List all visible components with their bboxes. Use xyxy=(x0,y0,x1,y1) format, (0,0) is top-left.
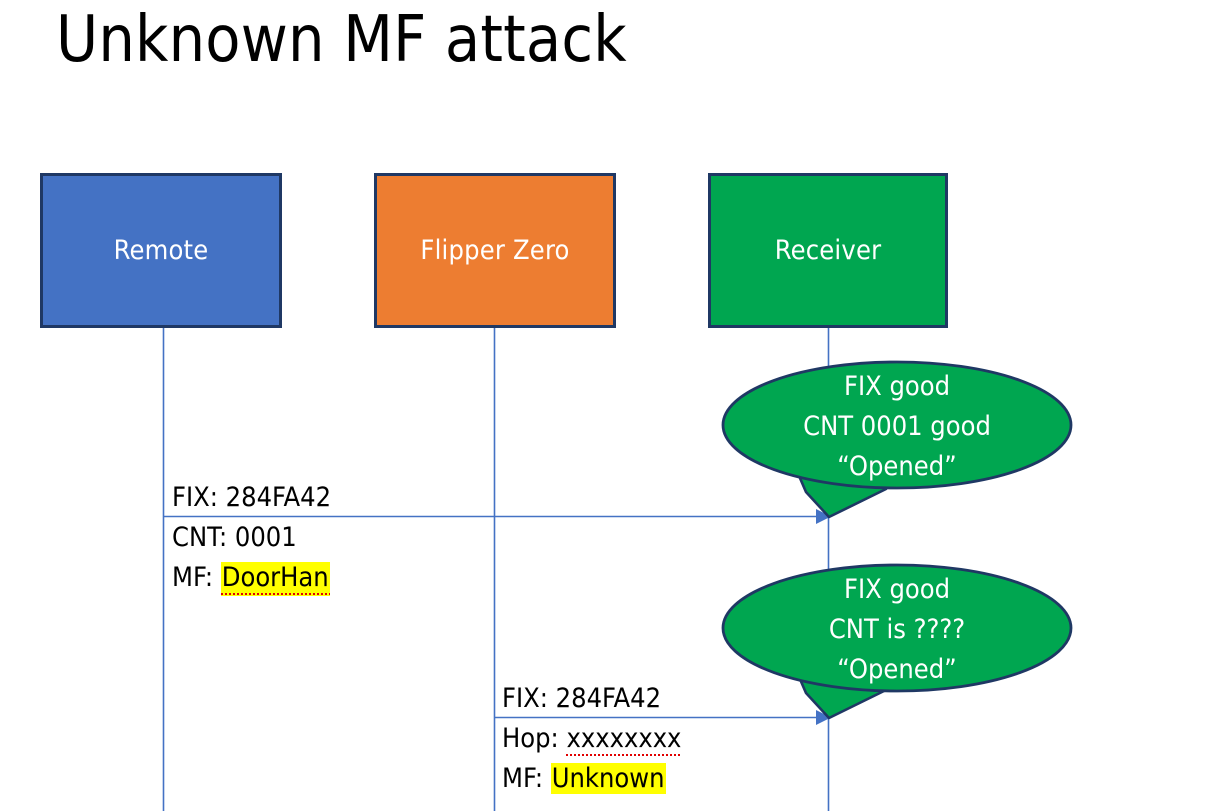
message-block-flipper-to-receiver: FIX: 284FA42 Hop: xxxxxxxx MF: Unknown xyxy=(502,679,682,799)
message-label-mf-2: MF: xyxy=(502,763,551,794)
speech-bubble-1-body xyxy=(721,360,1073,490)
actor-label-receiver: Receiver xyxy=(774,235,882,266)
bubble-1-line-3: “Opened” xyxy=(837,451,957,482)
actor-label-remote: Remote xyxy=(113,235,209,266)
bubble-2-line-3: “Opened” xyxy=(837,654,957,685)
actor-box-remote[interactable]: Remote xyxy=(40,173,282,328)
message-label-hop: Hop: xyxy=(502,723,567,754)
message-line-cnt: CNT: 0001 xyxy=(172,518,331,558)
bubble-1-line-1: FIX good xyxy=(843,371,951,402)
message-value-mf: DoorHan xyxy=(220,562,330,596)
actor-label-flipper-zero: Flipper Zero xyxy=(420,235,570,266)
page-title: Unknown MF attack xyxy=(56,3,627,77)
message-line-fix: FIX: 284FA42 xyxy=(172,478,331,518)
bubble-2-line-2: CNT is ???? xyxy=(828,614,966,645)
arrowhead-2 xyxy=(816,710,831,725)
actor-box-flipper-zero[interactable]: Flipper Zero xyxy=(374,173,616,328)
message-value-hop: xxxxxxxx xyxy=(566,723,682,757)
bubble-1-line-2: CNT 0001 good xyxy=(803,411,991,442)
message-label-cnt: CNT: xyxy=(172,522,235,553)
message-line-hop: Hop: xxxxxxxx xyxy=(502,719,682,759)
actor-box-receiver[interactable]: Receiver xyxy=(708,173,948,328)
speech-bubble-1-text: FIX good CNT 0001 good “Opened” xyxy=(747,367,1047,487)
speech-bubble-2-text: FIX good CNT is ???? “Opened” xyxy=(747,570,1047,690)
message-line-mf: MF: DoorHan xyxy=(172,558,331,598)
speech-bubble-2-body xyxy=(721,563,1073,693)
speech-bubble-1 xyxy=(721,360,1073,519)
message-block-remote-to-receiver: FIX: 284FA42 CNT: 0001 MF: DoorHan xyxy=(172,478,331,598)
message-value-fix-2: 284FA42 xyxy=(555,683,662,714)
bubble-2-line-1: FIX good xyxy=(843,574,951,605)
message-line-fix-2: FIX: 284FA42 xyxy=(502,679,681,719)
message-value-mf-2: Unknown xyxy=(550,763,666,794)
message-label-mf: MF: xyxy=(172,562,221,593)
message-value-cnt: 0001 xyxy=(234,522,297,553)
arrowhead-1 xyxy=(816,509,831,524)
message-label-fix: FIX: xyxy=(172,482,226,513)
speech-bubble-2 xyxy=(721,563,1073,720)
message-line-mf-2: MF: Unknown xyxy=(502,759,681,799)
message-value-fix: 284FA42 xyxy=(225,482,332,513)
message-label-fix-2: FIX: xyxy=(502,683,556,714)
